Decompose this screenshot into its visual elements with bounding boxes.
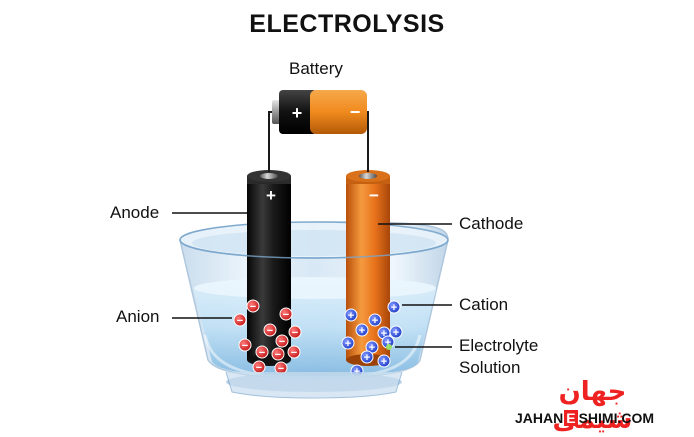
cathode-label: Cathode — [459, 214, 524, 233]
anion-ion: − — [287, 345, 301, 359]
svg-text:+: + — [364, 352, 370, 364]
diagram-title: ELECTROLYSIS — [249, 10, 445, 38]
cation-ion: + — [387, 300, 401, 314]
anion-ion: − — [279, 307, 293, 321]
anion-ion: − — [246, 299, 260, 313]
svg-text:+: + — [381, 328, 387, 340]
svg-text:−: − — [275, 349, 281, 361]
logo-e-box: E — [564, 410, 578, 426]
cation-ion: + — [341, 336, 355, 350]
bubble — [386, 344, 392, 350]
cation-ion: + — [368, 313, 382, 327]
svg-text:+: + — [385, 337, 391, 349]
svg-text:+: + — [348, 310, 354, 322]
svg-text:−: − — [278, 363, 284, 375]
anion-ion: − — [255, 345, 269, 359]
logo-latin-prefix: JAHAN — [515, 410, 564, 426]
svg-text:+: + — [369, 342, 375, 354]
svg-text:−: − — [283, 309, 289, 321]
svg-text:−: − — [291, 347, 297, 359]
anion-ion: − — [274, 361, 288, 375]
svg-text:+: + — [393, 327, 399, 339]
beaker-rim — [179, 239, 449, 259]
svg-text:−: − — [250, 301, 256, 313]
battery-plus-sign: + — [292, 103, 303, 123]
svg-text:+: + — [391, 302, 397, 314]
battery-minus-sign: − — [350, 102, 361, 122]
cation-label: Cation — [459, 295, 509, 314]
svg-text:−: − — [279, 336, 285, 348]
cation-ion: + — [389, 325, 403, 339]
cation-ion: + — [344, 308, 358, 322]
cathode-minus-sign: − — [369, 186, 379, 205]
logo-latin-suffix: SHIMI.COM — [578, 410, 655, 426]
logo-persian: جهان شیمی — [552, 377, 633, 435]
leader-lines — [172, 212, 452, 348]
anion-label: Anion — [116, 307, 160, 326]
svg-text:−: − — [259, 347, 265, 359]
anion-ion: − — [275, 334, 289, 348]
battery — [272, 90, 367, 134]
cation-ion: + — [377, 354, 391, 368]
anode-label: Anode — [110, 203, 160, 222]
svg-text:+: + — [359, 325, 365, 337]
electrolyte-solution — [194, 277, 436, 376]
electrolyte-label-line2: Solution — [459, 358, 521, 377]
anion-ion: − — [238, 338, 252, 352]
anion-ion: − — [263, 323, 277, 337]
svg-text:−: − — [242, 340, 248, 352]
anion-ion: − — [233, 313, 247, 327]
svg-text:+: + — [345, 338, 351, 350]
cation-ion: + — [365, 340, 379, 354]
svg-text:−: − — [256, 362, 262, 374]
electrolyte-label-line1: Electrolyte — [459, 336, 539, 355]
svg-text:+: + — [381, 356, 387, 368]
cation-ion: + — [360, 350, 374, 364]
anion-ion: − — [288, 325, 302, 339]
svg-text:+: + — [372, 315, 378, 327]
anion-group: −−−−−−−−−−−− — [233, 299, 302, 375]
cation-ion: + — [355, 323, 369, 337]
anion-ion: − — [271, 347, 285, 361]
svg-text:−: − — [267, 325, 273, 337]
anode-plus-sign: + — [266, 186, 276, 205]
svg-text:−: − — [292, 327, 298, 339]
anion-ion: − — [252, 360, 266, 374]
svg-text:−: − — [237, 315, 243, 327]
battery-label: Battery — [289, 59, 343, 78]
